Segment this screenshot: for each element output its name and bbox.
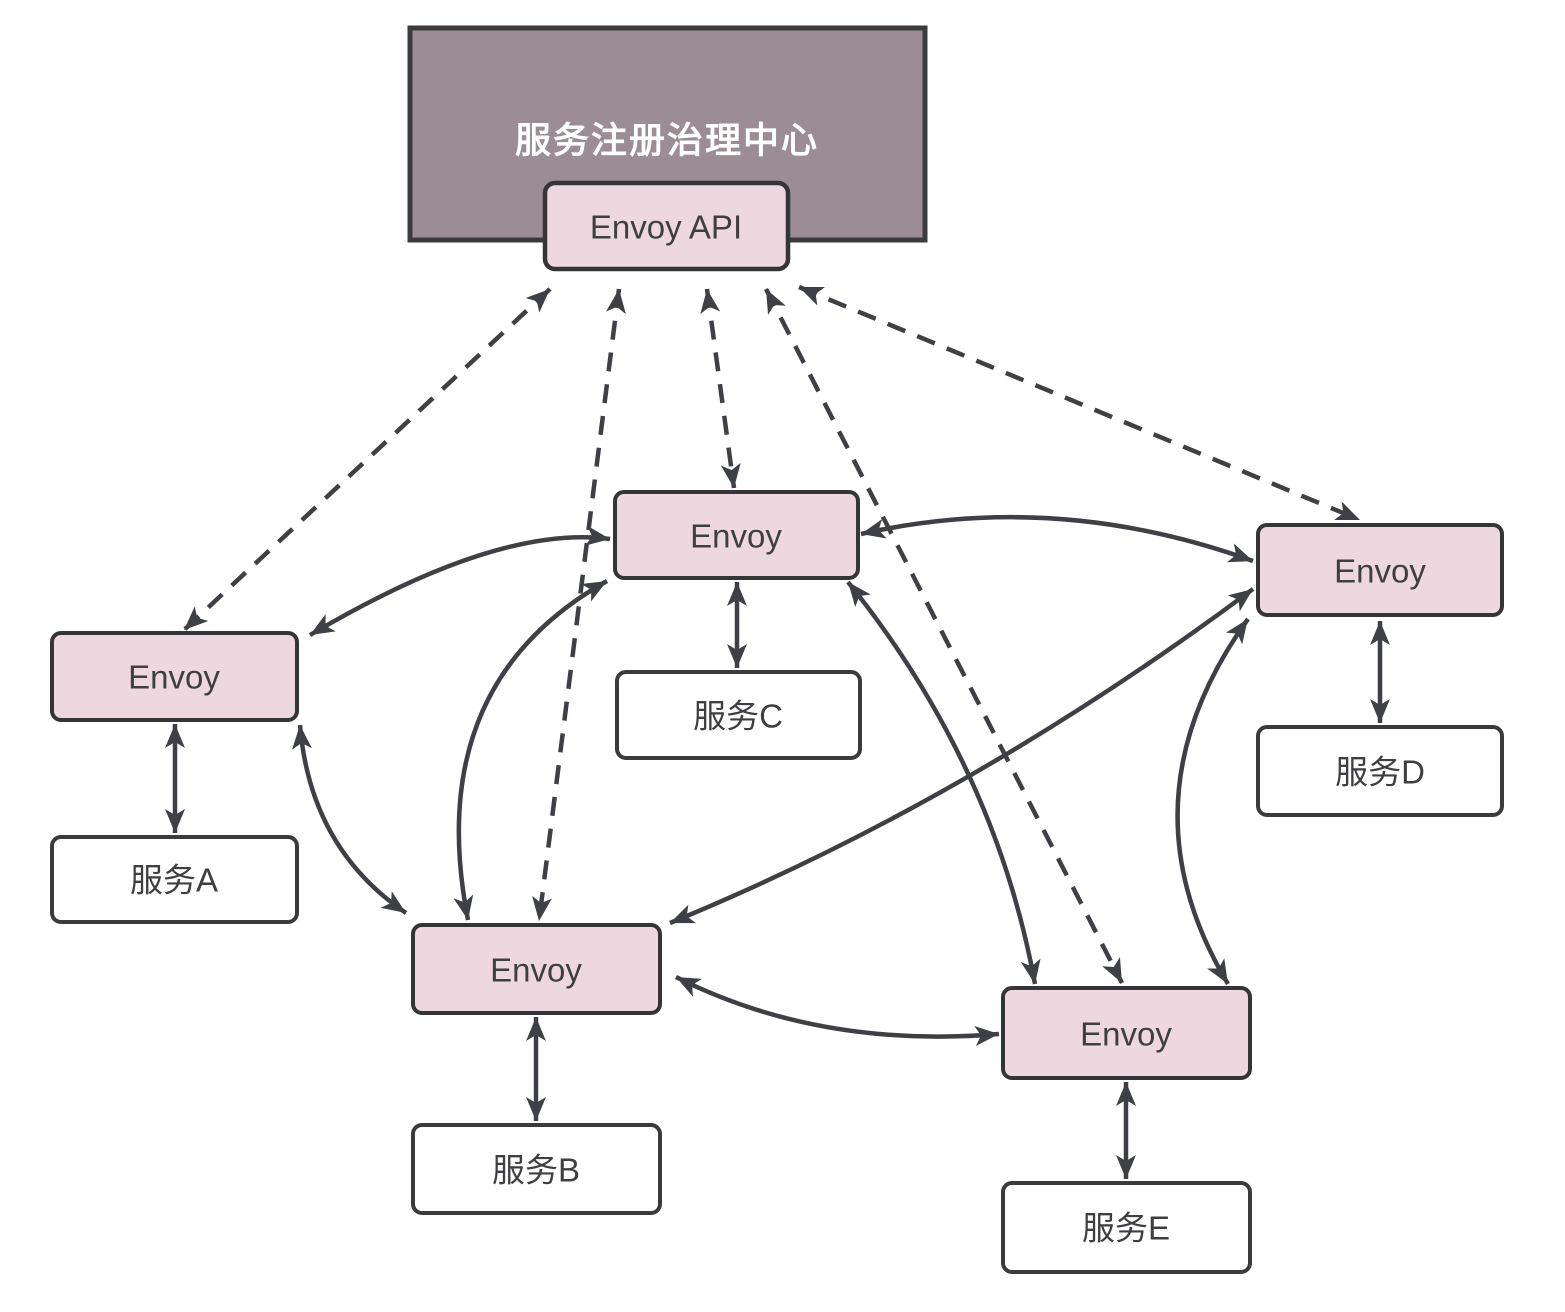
- envoy-api-box: [542, 180, 791, 272]
- envoy-d-label: Envoy: [1334, 553, 1426, 590]
- edge-envoy-d-envoy-e: [1175, 617, 1250, 986]
- envoy-e-label: Envoy: [1080, 1016, 1172, 1053]
- envoy-a-box: [50, 631, 299, 722]
- service-d-node: 服务D: [1256, 725, 1504, 817]
- envoy-b-node: Envoy: [411, 923, 662, 1015]
- envoy-c-label: Envoy: [690, 518, 782, 555]
- envoy-d-node: Envoy: [1256, 523, 1504, 617]
- service-c-node: 服务C: [615, 670, 862, 760]
- service-e-box: [1001, 1181, 1252, 1274]
- envoy-c-node: Envoy: [613, 490, 860, 580]
- envoy-d-box: [1256, 523, 1504, 617]
- service-c-box: [615, 670, 862, 760]
- mesh-edges: [291, 514, 1255, 1046]
- edge-envoy-a-envoy-c: [308, 525, 611, 637]
- registry-hub-title: 服务注册治理中心: [515, 120, 819, 161]
- envoy-api-node: Envoy API: [542, 180, 791, 272]
- service-d-box: [1256, 725, 1504, 817]
- service-b-box: [411, 1123, 662, 1215]
- edge-api-envoy-a: [182, 287, 552, 632]
- envoy-e-box: [1001, 986, 1252, 1080]
- envoy-a-label: Envoy: [128, 659, 220, 696]
- envoy-b-box: [411, 923, 662, 1015]
- edge-envoy-c-envoy-d: [860, 514, 1254, 564]
- envoy-api-label: Envoy API: [590, 209, 742, 246]
- service-d-label: 服务D: [1335, 754, 1425, 791]
- service-e-node: 服务E: [1001, 1181, 1252, 1274]
- service-b-label: 服务B: [492, 1152, 580, 1189]
- edge-api-envoy-e: [763, 287, 1125, 985]
- envoy-a-node: Envoy: [50, 631, 299, 722]
- envoy-e-node: Envoy: [1001, 986, 1252, 1080]
- edge-api-envoy-b: [532, 288, 626, 922]
- service-link-edges: [165, 582, 1390, 1179]
- edge-envoy-a-envoy-b: [291, 724, 408, 915]
- service-b-node: 服务B: [411, 1123, 662, 1215]
- service-a-label: 服务A: [130, 862, 218, 899]
- edge-envoy-c-envoy-e: [846, 580, 1041, 985]
- service-e-label: 服务E: [1082, 1210, 1170, 1247]
- service-a-box: [50, 835, 299, 924]
- envoy-c-box: [613, 490, 860, 580]
- edge-api-envoy-c: [700, 288, 741, 489]
- envoy-b-label: Envoy: [490, 952, 582, 989]
- edge-envoy-c-envoy-b: [453, 579, 609, 921]
- edge-api-envoy-d: [798, 284, 1361, 523]
- service-c-label: 服务C: [693, 698, 783, 735]
- edge-envoy-b-envoy-e: [674, 974, 1000, 1046]
- service-a-node: 服务A: [50, 835, 299, 924]
